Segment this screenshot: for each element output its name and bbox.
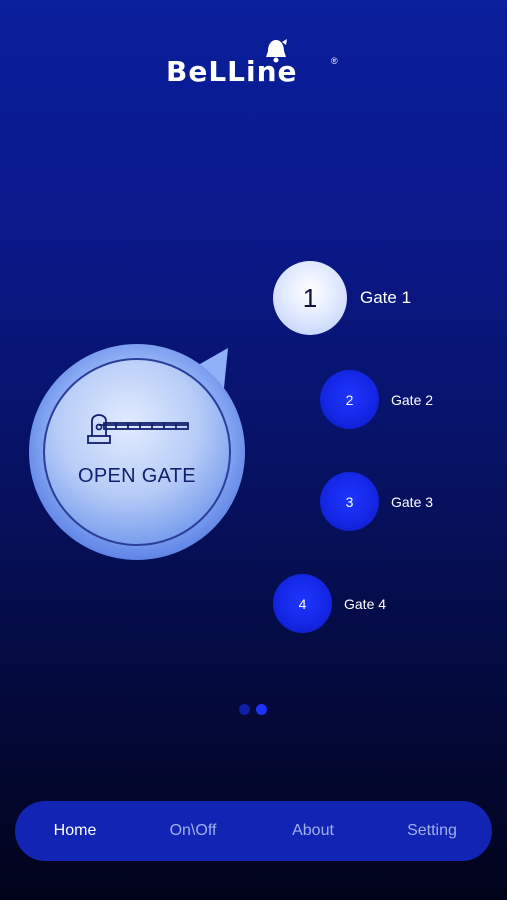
gate-number-circle[interactable]: 1 [273,261,347,335]
nav-home[interactable]: Home [53,822,97,839]
registered-mark: ® [331,56,338,66]
open-gate-button-graphic [29,344,245,560]
page-dot-1[interactable] [239,704,250,715]
gate-number-circle[interactable]: 4 [273,574,332,633]
gate-number-circle[interactable]: 3 [320,472,379,531]
page-indicator [239,704,267,715]
gate-label: Gate 3 [391,493,434,510]
app-logo: BeLLine ® [166,38,344,90]
gate-selector-1[interactable]: 1 Gate 1 [273,261,411,335]
open-gate-button[interactable]: OPEN GATE [28,343,246,561]
gate-barrier-icon [87,414,189,444]
bottom-nav: Home On\Off About Setting [15,801,492,861]
gate-label: Gate 2 [391,391,434,408]
page-dot-2[interactable] [256,704,267,715]
nav-on-off[interactable]: On\Off [169,822,217,839]
gate-label: Gate 4 [344,595,387,612]
nav-about[interactable]: About [292,822,334,839]
logo-wordmark: BeLLine [166,55,298,88]
gate-selector-4[interactable]: 4 Gate 4 [273,574,386,633]
nav-setting[interactable]: Setting [407,822,457,839]
open-gate-label: OPEN GATE [78,465,196,487]
gate-number-circle[interactable]: 2 [320,370,379,429]
gate-selector-3[interactable]: 3 Gate 3 [320,472,433,531]
gate-selector-2[interactable]: 2 Gate 2 [320,370,433,429]
bell-icon [266,39,287,63]
gate-label: Gate 1 [360,288,412,307]
